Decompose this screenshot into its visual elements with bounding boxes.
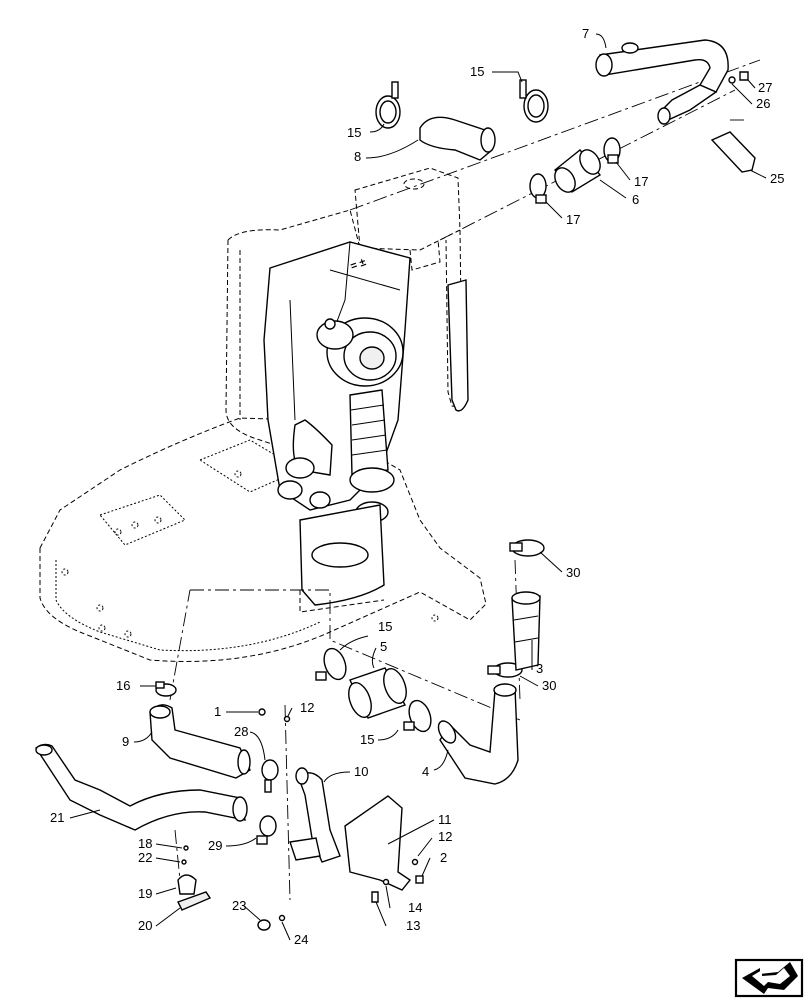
coupler-6 [554, 149, 602, 193]
callout-4: 4 [422, 764, 429, 779]
washer-14 [382, 878, 390, 886]
callout-6: 6 [632, 192, 639, 207]
callout-29: 29 [208, 838, 222, 853]
pipe-7 [595, 39, 729, 125]
callout-21: 21 [50, 810, 64, 825]
callout-7: 7 [582, 26, 589, 41]
callout-16: 16 [116, 678, 130, 693]
navigation-arrow-icon[interactable] [734, 958, 804, 998]
coupler-5 [348, 667, 407, 719]
clamp-16 [155, 681, 177, 697]
elbow-hose-4 [437, 683, 519, 785]
clamp-17-right [603, 137, 621, 164]
callout-24: 24 [294, 932, 308, 947]
callout-15: 15 [470, 64, 484, 79]
bolt-1 [258, 708, 266, 716]
callout-12: 12 [438, 829, 452, 844]
floor-plate [39, 417, 487, 662]
engine-assembly: = ± [39, 167, 487, 662]
clamp-15-upper-right [519, 79, 549, 123]
washer-26 [728, 76, 736, 84]
callout-26: 26 [756, 96, 770, 111]
leader-lines [69, 33, 767, 941]
callout-15: 15 [378, 619, 392, 634]
callout-3: 3 [536, 661, 543, 676]
callout-20: 20 [138, 918, 152, 933]
callout-25: 25 [770, 171, 784, 186]
clip-19 [177, 874, 197, 895]
washer-12-lower [411, 858, 419, 866]
callout-22: 22 [138, 850, 152, 865]
callout-1: 1 [214, 704, 221, 719]
callout-30: 30 [542, 678, 556, 693]
callout-13: 13 [406, 918, 420, 933]
washer-12-upper [283, 715, 291, 723]
inlet-elbow [277, 419, 333, 509]
bracket-25 [710, 131, 756, 173]
callout-12: 12 [300, 700, 314, 715]
callout-8: 8 [354, 149, 361, 164]
callout-27: 27 [758, 80, 772, 95]
clamp-28 [261, 759, 279, 793]
clamp-15-lower-upper [315, 647, 347, 681]
callout-19: 19 [138, 886, 152, 901]
washer-24 [278, 914, 286, 922]
clamp-15-upper-left [375, 81, 401, 129]
clamp-29 [256, 815, 277, 845]
callout-10: 10 [354, 764, 368, 779]
callout-5: 5 [380, 639, 387, 654]
callout-9: 9 [122, 734, 129, 749]
clamp-30-upper [509, 539, 545, 557]
hose-21 [35, 743, 248, 831]
clamp-17-left [529, 173, 547, 204]
callout-15: 15 [347, 125, 361, 140]
hose-3 [511, 591, 541, 671]
callout-labels: 7 15 27 26 15 8 17 6 17 25 30 15 5 3 30 … [50, 26, 784, 947]
nut-2 [415, 875, 424, 884]
bolt-27 [739, 71, 749, 81]
hose-8 [419, 116, 496, 161]
callout-30: 30 [566, 565, 580, 580]
bolt-23 [257, 919, 271, 931]
washer-18 [183, 845, 189, 851]
bracket-20 [177, 891, 212, 911]
clamp-30-lower [487, 662, 523, 678]
callout-23: 23 [232, 898, 246, 913]
callout-2: 2 [440, 850, 447, 865]
pipe-10 [289, 767, 341, 863]
callout-14: 14 [408, 900, 422, 915]
callout-28: 28 [234, 724, 248, 739]
callout-17: 17 [566, 212, 580, 227]
callout-18: 18 [138, 836, 152, 851]
callout-17: 17 [634, 174, 648, 189]
hose-9 [149, 704, 251, 779]
bolt-13 [371, 891, 379, 903]
turbocharger [316, 317, 404, 387]
callout-15: 15 [360, 732, 374, 747]
svg-text:= ±: = ± [349, 256, 368, 273]
callout-11: 11 [438, 812, 452, 827]
nut-22 [181, 859, 187, 865]
bracket-11 [344, 795, 412, 891]
clamp-15-lower-lower [403, 699, 432, 733]
